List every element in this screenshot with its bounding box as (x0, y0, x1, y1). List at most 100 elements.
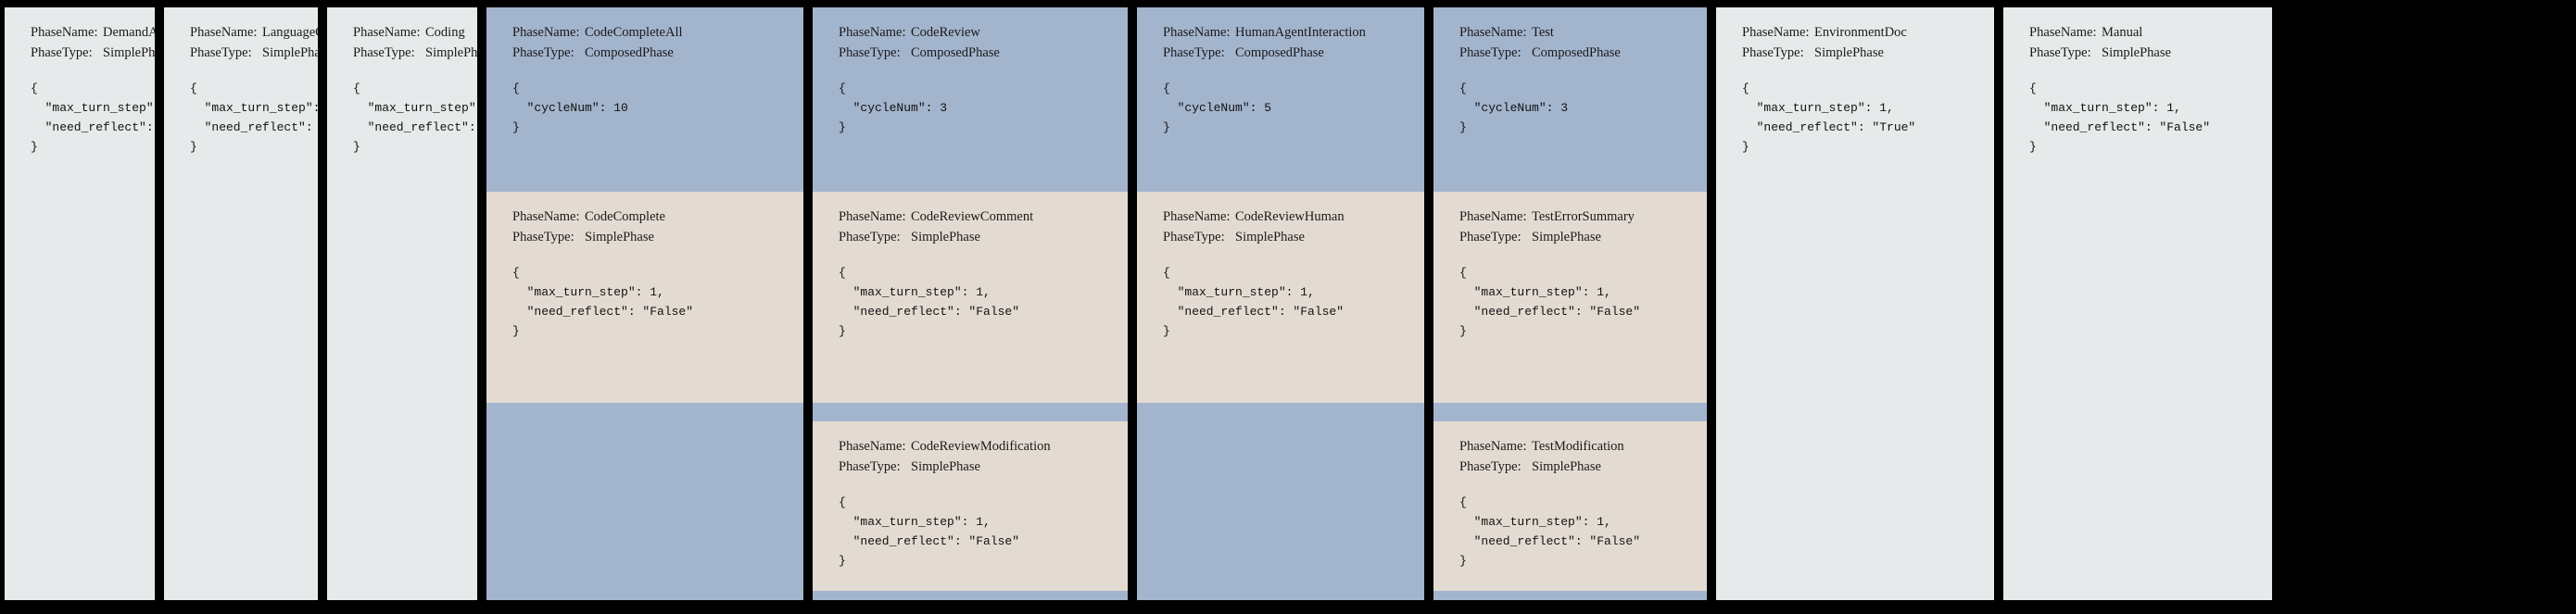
phase-name-row: PhaseName:CodeCompleteAll (512, 22, 803, 43)
phase-type-label: PhaseType: (353, 45, 415, 61)
phase-name-label: PhaseName: (512, 209, 580, 224)
phase-name-label: PhaseName: (1163, 25, 1231, 40)
phase-type-label: PhaseType: (190, 45, 252, 61)
phase-type-label: PhaseType: (1459, 459, 1522, 475)
phase-type-value: SimplePhase (1235, 230, 1305, 245)
phase-config-json: { "max_turn_step": 1, "need_reflect": "F… (512, 265, 694, 339)
phase-type-label: PhaseType: (2029, 45, 2091, 61)
phase-name-label: PhaseName: (31, 25, 98, 40)
phase-type-value: ComposedPhase (1532, 45, 1621, 61)
phase-card-body: PhaseName:DemandAnalysisPhaseType:Simple… (5, 7, 155, 157)
phase-cycle-spacer (813, 403, 1128, 421)
phase-name-row: PhaseName: TestErrorSummary (1459, 207, 1707, 227)
phase-type-row: PhaseType:SimplePhase (512, 227, 803, 247)
phase-card-language-choose[interactable]: PhaseName: LanguageChoosePhaseType: Simple… (164, 7, 318, 600)
phase-config-json: { "cycleNum": 3 } (839, 81, 948, 135)
phase-name-value: CodeCompleteAll (585, 25, 683, 40)
phase-config-json: { "max_turn_step": 1, "need_reflect": "F… (1459, 495, 1641, 569)
phase-type-value: SimplePhase (2102, 45, 2171, 61)
phase-type-value: ComposedPhase (911, 45, 1000, 61)
phase-name-label: PhaseName: (1459, 439, 1527, 454)
phase-name-value: HumanAgentInteraction (1235, 25, 1366, 40)
phase-type-row: PhaseType:SimplePhase (353, 43, 477, 63)
phase-name-label: PhaseName: (1742, 25, 1810, 40)
phase-type-row: PhaseType: SimplePhase (1459, 457, 1707, 477)
phase-name-row: PhaseName:CodeReviewComment (839, 207, 1128, 227)
phase-cycle-spacer (486, 403, 803, 600)
phase-config-json: { "max_turn_step": 1, "need_reflect": "F… (353, 81, 477, 155)
phase-type-row: PhaseType: SimplePhase (2029, 43, 2272, 63)
phase-type-row: PhaseType:ComposedPhase (512, 43, 803, 63)
phase-name-label: PhaseName: (2029, 25, 2097, 40)
phase-name-value: EnvironmentDoc (1814, 25, 1907, 40)
phase-cycle-spacer (1433, 403, 1707, 421)
phase-type-label: PhaseType: (512, 230, 575, 245)
phase-type-row: PhaseType:SimplePhase (1163, 227, 1424, 247)
phase-config-json: { "max_turn_step": 1, "need_reflect": "F… (1459, 265, 1641, 339)
phase-type-label: PhaseType: (839, 459, 901, 475)
phase-name-row: PhaseName:CodeReview (839, 22, 1128, 43)
phase-type-row: PhaseType: SimplePhase (1742, 43, 1994, 63)
phase-column-language-choose[interactable]: PhaseName: LanguageChoosePhaseType: Simple… (159, 7, 322, 600)
phase-name-value: TestModification (1532, 439, 1624, 454)
phase-config-json: { "cycleNum": 10 } (512, 81, 628, 135)
phase-name-value: TestErrorSummary (1532, 209, 1635, 224)
phase-type-label: PhaseType: (1742, 45, 1804, 61)
phase-type-value: ComposedPhase (585, 45, 674, 61)
phase-name-label: PhaseName: (839, 209, 906, 224)
phase-card-body: PhaseName: LanguageChoosePhaseType: Simple… (164, 7, 318, 157)
phase-name-value: LanguageChoose (262, 25, 318, 40)
phase-type-value: SimplePhase (1532, 230, 1601, 245)
phase-name-row: PhaseName:CodeReviewModification (839, 436, 1128, 457)
phase-type-value: SimplePhase (911, 230, 980, 245)
phase-name-label: PhaseName: (190, 25, 258, 40)
phase-name-value: CodeReview (911, 25, 980, 40)
phase-config-json: { "cycleNum": 3 } (1459, 81, 1569, 135)
phase-type-value: SimplePhase (262, 45, 318, 61)
phase-type-value: SimplePhase (911, 459, 980, 475)
phase-name-label: PhaseName: (1459, 209, 1527, 224)
phase-type-row: PhaseType:ComposedPhase (1163, 43, 1424, 63)
phase-column-demand-analysis[interactable]: PhaseName:DemandAnalysisPhaseType:Simple… (0, 7, 159, 600)
phase-name-value: Coding (425, 25, 465, 40)
phase-config-json: { "max_turn_step": 1, "need_reflect": "T… (1742, 81, 1916, 155)
phase-name-value: DemandAnalysis (103, 25, 155, 40)
phase-card-demand-analysis[interactable]: PhaseName:DemandAnalysisPhaseType:Simple… (5, 7, 155, 600)
phase-name-label: PhaseName: (1163, 209, 1231, 224)
phase-name-row: PhaseName: DemandAnalysis (31, 22, 155, 43)
phase-type-label: PhaseType: (31, 45, 93, 61)
phase-type-row: PhaseType:SimplePhase (1459, 227, 1707, 247)
phase-cycle-spacer (813, 591, 1128, 600)
phase-type-value: SimplePhase (1532, 459, 1601, 475)
phase-type-row: PhaseType: SimplePhase (190, 43, 318, 63)
phase-type-value: SimplePhase (1814, 45, 1884, 61)
phase-config-json: { "max_turn_step": -1, "need_reflect": "… (190, 81, 318, 155)
phase-type-label: PhaseType: (839, 230, 901, 245)
